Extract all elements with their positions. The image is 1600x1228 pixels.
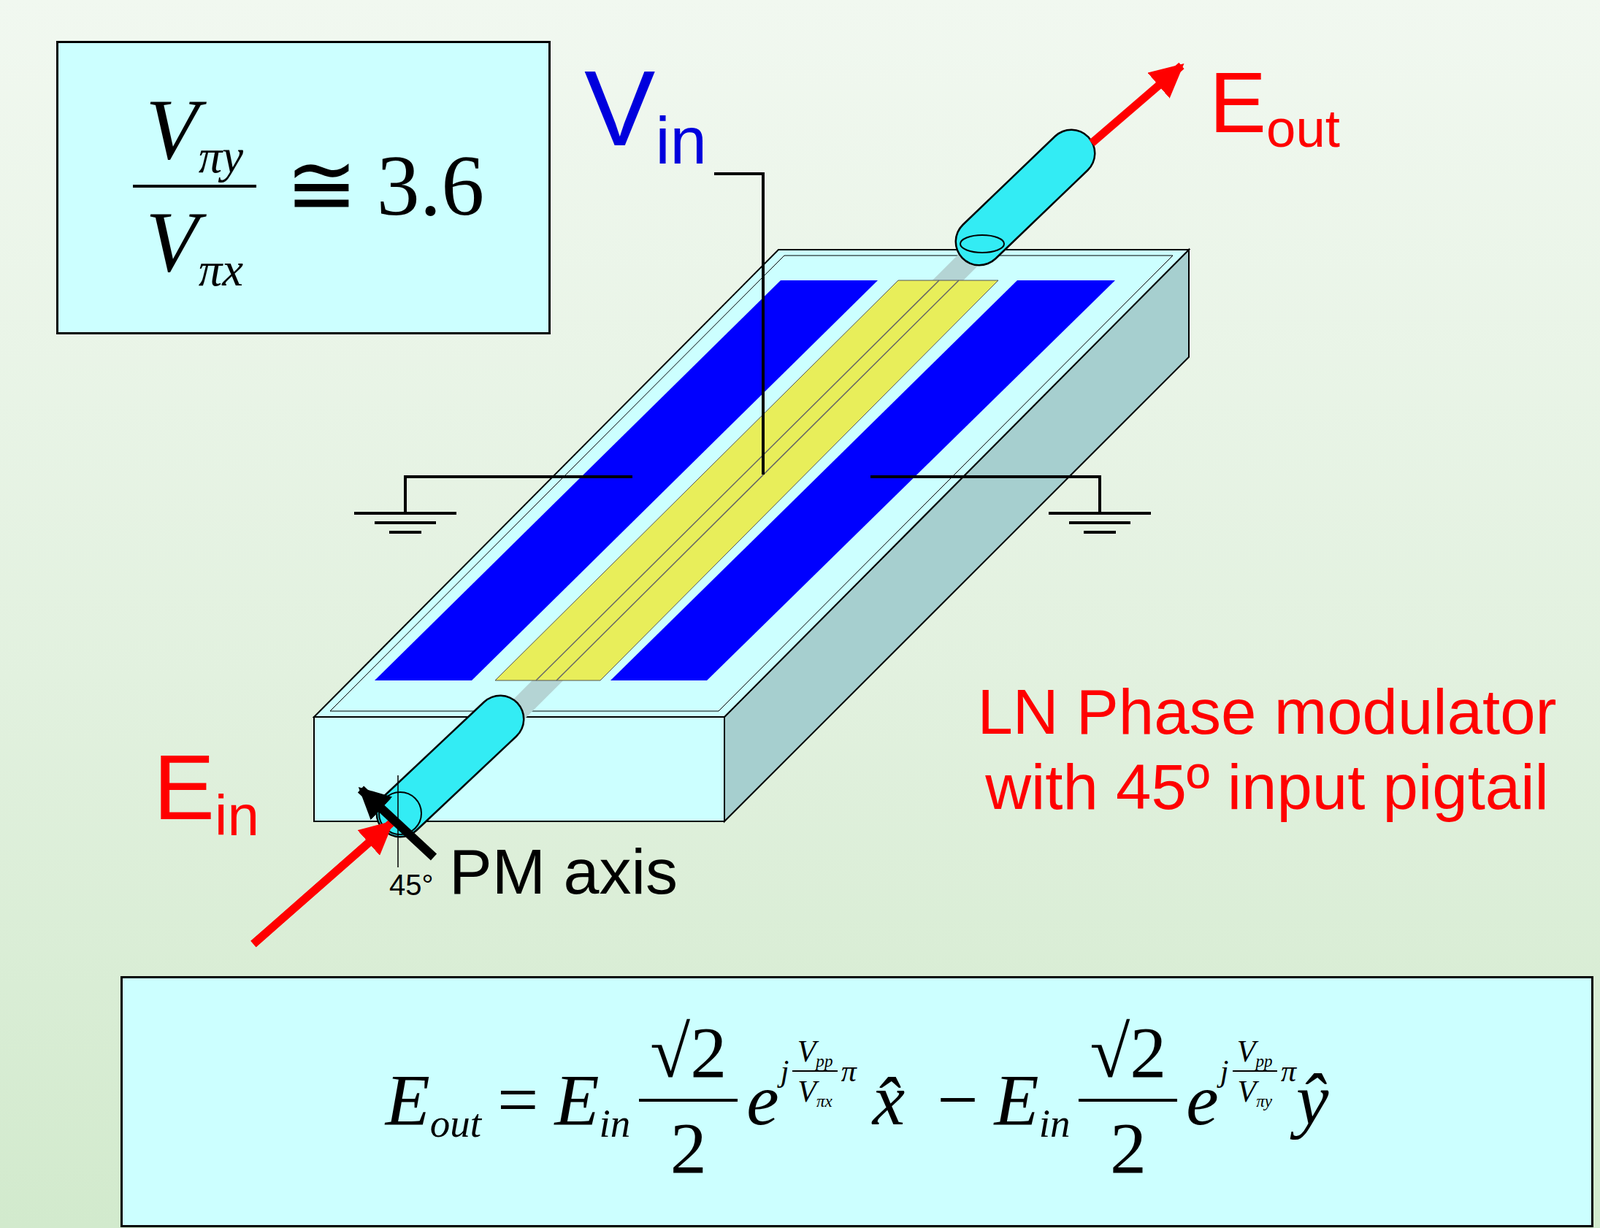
device-caption: LN Phase modulator with 45º input pigtai… (949, 674, 1585, 825)
denominator: 2 (670, 1101, 707, 1191)
formula-term: √2 (1089, 1016, 1167, 1090)
formula-term: 3.6 (376, 143, 485, 230)
ground-wire (405, 476, 633, 514)
input-field-label: Ein (153, 741, 260, 834)
pm-axis-arrow (360, 789, 434, 858)
output-fiber (979, 153, 1072, 242)
formula-term: Vpp (797, 1036, 834, 1067)
ratio-box: VπyVπx ≅3.6 (56, 40, 551, 335)
formula-term: Vπx (797, 1076, 832, 1108)
formula-term: π (841, 1055, 857, 1087)
formula-term: Ein (994, 1063, 1071, 1138)
fraction: VppVπx (792, 1034, 837, 1110)
formula-term: Ein (554, 1063, 631, 1138)
fraction: √22 (1078, 1010, 1178, 1191)
denominator: Vπx (797, 1072, 832, 1110)
formula-term: − (936, 1063, 978, 1138)
ground-symbol (354, 513, 457, 533)
numerator: Vpp (1232, 1034, 1278, 1073)
formula-term: 2 (1109, 1112, 1147, 1186)
formula-term: Vpp (1237, 1036, 1273, 1067)
input-light-arrow (253, 823, 392, 945)
numerator: √2 (638, 1010, 738, 1102)
ground-wire (870, 476, 1100, 514)
numerator: Vπy (132, 80, 257, 188)
output-field-label: Eout (1209, 59, 1341, 146)
formula-term: Vπx (146, 199, 244, 286)
denominator: Vπx (146, 187, 244, 293)
fraction: VppVπy (1232, 1034, 1278, 1110)
fraction: VπyVπx (132, 80, 257, 293)
formula-term: ŷ (1296, 1063, 1329, 1138)
formula-term: ≅ (285, 143, 358, 230)
formula-term: π (1280, 1055, 1297, 1087)
formula-term: = (497, 1063, 539, 1138)
fiber-end (960, 235, 1005, 253)
numerator: √2 (1078, 1010, 1178, 1102)
formula-row: VπyVπx ≅3.6 (58, 43, 549, 330)
ground-electrode (610, 280, 1116, 681)
axis-label: PM axis (449, 839, 678, 905)
formula-term: x̂ (872, 1063, 905, 1138)
denominator: Vπy (1237, 1072, 1272, 1110)
signal-wire (714, 173, 764, 475)
output-light-arrow (1091, 65, 1182, 144)
formula-row: Eout=Ein√22ejVppVπxπx̂−Ein√22ejVppVπyπŷ (122, 978, 1592, 1223)
formula-term: j (1220, 1055, 1230, 1087)
formula-term: Eout (385, 1063, 482, 1138)
formula-term: e (746, 1063, 779, 1138)
formula-term: j (780, 1055, 790, 1087)
angle-label: 45° (389, 870, 434, 900)
formula-term: e (1185, 1063, 1219, 1138)
ground-symbol (1048, 513, 1151, 533)
exponent: jVppVπyπ (1220, 1034, 1297, 1110)
output-fiber (979, 153, 1072, 242)
formula-term: 2 (670, 1112, 707, 1186)
fraction: √22 (638, 1010, 738, 1191)
denominator: 2 (1109, 1101, 1147, 1191)
formula-term: √2 (649, 1016, 727, 1090)
voltage-label: Vin (584, 55, 707, 163)
numerator: Vpp (792, 1034, 837, 1073)
equation-box: Eout=Ein√22ejVppVπxπx̂−Ein√22ejVppVπyπŷ (120, 976, 1594, 1228)
exponent: jVppVπxπ (780, 1034, 857, 1110)
formula-term: Vπy (146, 86, 244, 174)
formula-term: Vπy (1237, 1076, 1272, 1108)
